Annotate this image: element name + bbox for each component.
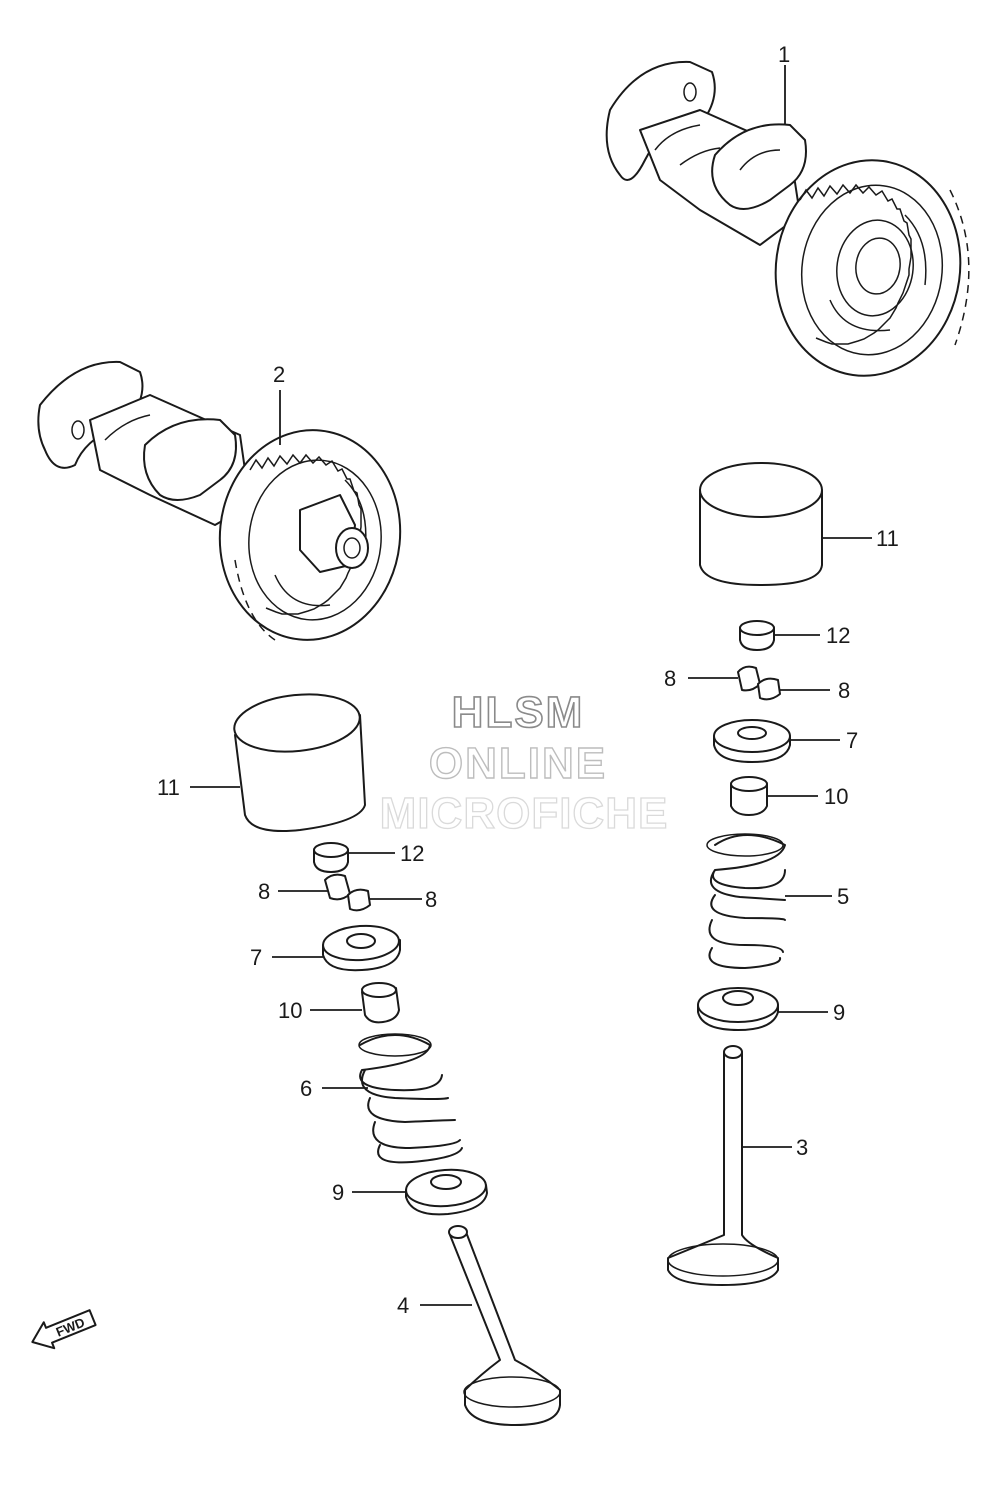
callout-7-left: 7 [250, 945, 262, 970]
seal-10-right [730, 776, 768, 816]
fwd-arrow-icon: FWD [31, 1309, 97, 1350]
watermark-line-2: ONLINE [429, 739, 607, 788]
seat-9-right [697, 987, 779, 1031]
callout-11-left: 11 [157, 775, 180, 800]
callout-8-left-b: 8 [425, 887, 437, 912]
callout-8-right-b: 8 [838, 678, 850, 703]
tappet-11-right [699, 462, 823, 586]
camshaft-2 [37, 360, 402, 641]
shim-12-left [313, 842, 349, 873]
callout-4: 4 [397, 1293, 409, 1318]
tappet-11-left [233, 693, 366, 832]
retainer-7-left [322, 924, 401, 972]
seal-10-left [361, 982, 400, 1024]
callout-11-right: 11 [876, 526, 899, 551]
callout-8-left-a: 8 [258, 879, 270, 904]
leader-lines [190, 65, 872, 1306]
callout-7-right: 7 [846, 728, 858, 753]
watermark: HLSM ONLINE MICROFICHE [379, 687, 669, 838]
spring-6 [358, 1033, 463, 1164]
cotter-8-right [737, 665, 781, 701]
callout-3: 3 [796, 1135, 808, 1160]
camshaft-1 [605, 60, 970, 377]
watermark-line-3: MICROFICHE [380, 789, 669, 838]
callout-9-right: 9 [833, 1000, 845, 1025]
callout-10-right: 10 [824, 784, 848, 809]
callout-numbers: 1 2 11 12 8 8 7 10 5 9 3 11 12 8 8 7 10 … [157, 42, 899, 1318]
valve-4 [448, 1225, 561, 1426]
cotter-8-left [324, 873, 371, 912]
callout-6: 6 [300, 1076, 312, 1101]
callout-1: 1 [778, 42, 790, 67]
callout-8-right-a: 8 [664, 666, 676, 691]
retainer-7-right [713, 719, 791, 763]
spring-5 [706, 833, 786, 969]
valve-3 [667, 1045, 779, 1286]
shim-12-right [739, 620, 775, 651]
callout-12-left: 12 [400, 841, 424, 866]
watermark-line-1: HLSM [452, 688, 585, 737]
callout-5: 5 [837, 884, 849, 909]
callout-9-left: 9 [332, 1180, 344, 1205]
callout-10-left: 10 [278, 998, 302, 1023]
seat-9-left [405, 1168, 488, 1216]
callout-12-right: 12 [826, 623, 850, 648]
callout-2: 2 [273, 362, 285, 387]
